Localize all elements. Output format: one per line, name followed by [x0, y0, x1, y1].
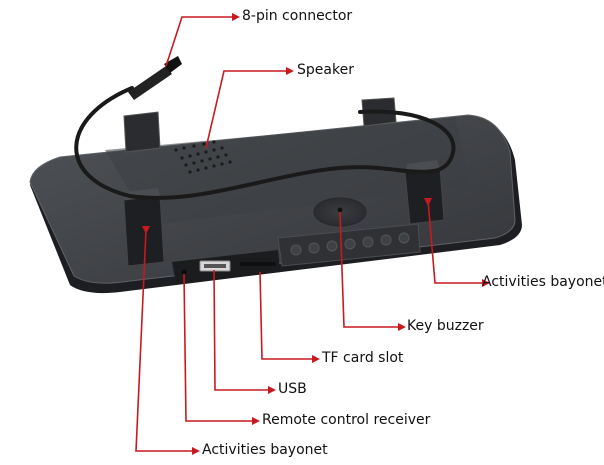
- arrowhead-tf-slot: [312, 355, 320, 363]
- label-tf-card-slot: TF card slot: [322, 350, 404, 366]
- label-8-pin-connector: 8-pin connector: [242, 8, 353, 24]
- leader-key-buzzer: [339, 211, 398, 328]
- arrowhead-speaker: [286, 67, 294, 75]
- leader-tf-slot: [259, 271, 312, 360]
- leader-usb: [213, 269, 268, 391]
- arrowhead-bayonet-right-tip: [424, 198, 432, 206]
- port-panel: [172, 250, 280, 284]
- speaker-grille: [174, 140, 232, 174]
- cable: [74, 86, 456, 200]
- bayonet-back-left-shape: [123, 111, 161, 153]
- button-row: [277, 223, 421, 267]
- arrowhead-bayonet-left: [192, 447, 200, 455]
- label-remote-control-receiver: Remote control receiver: [262, 412, 431, 428]
- arrowhead-usb: [268, 386, 276, 394]
- arrowhead-remote: [252, 417, 260, 425]
- label-activities-bayonet-right: Activities bayonet: [482, 274, 604, 290]
- leader-speaker: [205, 70, 286, 149]
- arrowhead-key-buzzer: [398, 323, 406, 331]
- label-key-buzzer: Key buzzer: [407, 318, 484, 334]
- label-usb: USB: [278, 381, 307, 397]
- leader-remote: [183, 273, 252, 422]
- arrowhead-bayonet-right: [482, 279, 490, 287]
- label-activities-bayonet-left: Activities bayonet: [202, 442, 328, 458]
- leader-connector: [165, 16, 232, 67]
- bayonet-right-shape: [404, 160, 445, 225]
- arrowhead-connector: [232, 13, 240, 21]
- label-speaker: Speaker: [297, 62, 354, 78]
- arrowhead-bayonet-left-tip: [142, 226, 150, 234]
- leader-bayonet-right: [427, 199, 482, 284]
- connector-plug: [128, 56, 182, 100]
- leader-bayonet-left: [135, 229, 192, 452]
